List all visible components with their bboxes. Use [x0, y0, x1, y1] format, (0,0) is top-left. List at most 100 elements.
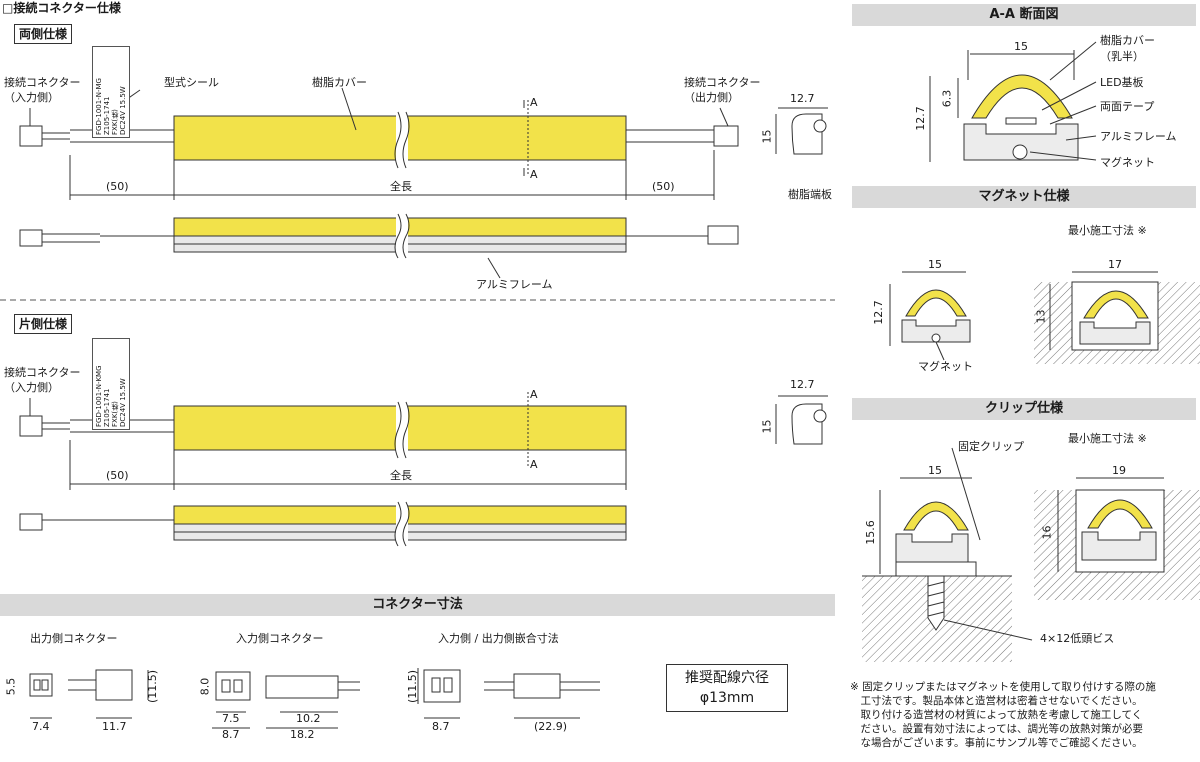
single-input-connector-label-1: 接続コネクター: [4, 366, 81, 379]
clip-h1: 15.6: [863, 520, 877, 545]
both-dim-left: (50): [106, 180, 129, 193]
output-connector-shape: [713, 125, 739, 147]
magnet-drawings: [889, 271, 1200, 364]
mate-w: 8.7: [432, 720, 450, 733]
note-line-1: ※ 固定クリップまたはマグネットを使用して取り付けする際の施: [850, 681, 1156, 693]
both-side-tag: 両側仕様: [14, 24, 73, 44]
frame-label: アルミフレーム: [476, 278, 553, 291]
seal-line-2: Z105-1741: [103, 96, 111, 136]
aa-leaders: [1029, 41, 1097, 161]
page-title: □接続コネクター仕様: [2, 1, 121, 15]
magnet-min-note: 最小施工寸法 ※: [1068, 224, 1147, 237]
in-w1: 7.5: [222, 712, 240, 725]
aa-h1: 6.3: [940, 89, 954, 108]
aa-section-header: A-A 断面図: [852, 4, 1196, 26]
connector-drawings: [29, 668, 600, 729]
input-connector-title: 入力側コネクター: [236, 632, 324, 645]
note-line-5: な場合がございます。事前にサンプル等でご確認ください。: [850, 737, 1143, 749]
output-connector-title: 出力側コネクター: [30, 632, 118, 645]
mate-h: (11.5): [406, 669, 420, 704]
both-dim-total: 全長: [390, 180, 412, 193]
wiring-hole-box: 推奨配線穴径 φ13mm: [666, 664, 788, 712]
aa-h2: 12.7: [913, 106, 927, 131]
note-line-3: 取り付ける造営材の材質によって放熱を考慮して施工してく: [850, 709, 1143, 721]
clip-drawings: [862, 447, 1200, 662]
in-h: 8.0: [198, 677, 212, 696]
seal-line-4: DC24V 15.5W: [119, 86, 127, 135]
magnet-w1: 15: [928, 258, 942, 271]
magnet-h2: 13: [1034, 309, 1048, 324]
wiring-hole-title: 推奨配線穴径: [685, 670, 769, 686]
both-end-width: 12.7: [790, 92, 815, 105]
magnet-header: マグネット仕様: [852, 186, 1196, 208]
seal-line-1: FGD-1001-N-MG: [95, 78, 103, 135]
out-side: (11.5): [146, 669, 160, 704]
single-seal-line-3: FXK(株): [111, 401, 119, 427]
both-dim-right: (50): [652, 180, 675, 193]
in-w2: 8.7: [222, 728, 240, 741]
clip-w1: 15: [928, 464, 942, 477]
installation-note: ※ 固定クリップまたはマグネットを使用して取り付けする際の施 工寸法です。製品本…: [850, 680, 1156, 750]
aa-label-led: LED基板: [1100, 76, 1144, 89]
clip-w2: 19: [1112, 464, 1126, 477]
aa-label-cover-sub: （乳半）: [1100, 50, 1144, 63]
aa-label-tape: 両面テープ: [1100, 100, 1155, 113]
mate-len: (22.9): [534, 720, 568, 733]
single-end-height: 15: [760, 419, 774, 434]
single-seal-line-1: FGD-1001-N-KMG: [95, 365, 103, 427]
seal-label: 型式シール: [164, 76, 219, 89]
single-end-width: 12.7: [790, 378, 815, 391]
seal-line-3: FXK(株): [111, 109, 119, 135]
fixed-clip-label: 固定クリップ: [958, 440, 1024, 453]
clip-h2: 16: [1040, 525, 1054, 540]
single-end-view: [775, 395, 828, 445]
both-end-view: [775, 107, 828, 155]
single-model-seal: FGD-1001-N-KMG Z105-1741 FXK(株) DC24V 15…: [92, 338, 130, 430]
both-output-connector-label-2: （出力側）: [684, 91, 739, 104]
both-side-view: [19, 212, 739, 279]
resin-cover-label: 樹脂カバー: [312, 76, 367, 89]
both-top-view: [19, 100, 739, 200]
aa-width: 15: [1014, 40, 1028, 53]
mating-title: 入力側 / 出力側嵌合寸法: [438, 632, 559, 645]
aa-label-magnet: マグネット: [1100, 156, 1155, 169]
magnet-w2: 17: [1108, 258, 1122, 271]
screw-label: 4×12低頭ビス: [1040, 632, 1115, 645]
note-line-2: 工寸法です。製品本体と造営材は密着させないでください。: [850, 695, 1143, 707]
input-connector-shape: [19, 125, 43, 147]
both-input-connector-label-2: （入力側）: [4, 91, 59, 104]
aa-label-cover: 樹脂カバー: [1100, 34, 1155, 47]
note-line-4: ださい。設置有効寸法によっては、調光等の放熱対策が必要: [850, 723, 1143, 735]
single-input-connector-label-2: （入力側）: [4, 381, 59, 394]
single-seal-line-2: Z105-1741: [103, 388, 111, 428]
in-len1: 10.2: [296, 712, 321, 725]
section-mark-bottom: A: [530, 168, 538, 181]
aa-section-drawing: [929, 50, 1079, 162]
out-len: 11.7: [102, 720, 127, 733]
single-side-tag: 片側仕様: [14, 314, 73, 334]
single-top-view: [19, 392, 627, 490]
both-model-seal: FGD-1001-N-MG Z105-1741 FXK(株) DC24V 15.…: [92, 46, 130, 138]
magnet-h1: 12.7: [871, 300, 885, 325]
in-len2: 18.2: [290, 728, 315, 741]
out-w: 7.4: [32, 720, 50, 733]
single-dim-left: (50): [106, 469, 129, 482]
both-input-connector-label-1: 接続コネクター: [4, 76, 81, 89]
connector-dims-header: コネクター寸法: [0, 594, 835, 616]
clip-min-note: 最小施工寸法 ※: [1068, 432, 1147, 445]
single-seal-line-4: DC24V 15.5W: [119, 378, 127, 427]
magnet-label: マグネット: [918, 360, 973, 373]
end-plate-label: 樹脂端板: [788, 188, 832, 201]
section-mark-top: A: [530, 96, 538, 109]
single-dim-total: 全長: [390, 469, 412, 482]
out-h: 5.5: [4, 677, 18, 696]
both-end-height: 15: [760, 129, 774, 144]
single-side-view: [19, 500, 627, 547]
wiring-hole-value: φ13mm: [699, 690, 755, 706]
both-output-connector-label-1: 接続コネクター: [684, 76, 761, 89]
aa-label-frame: アルミフレーム: [1100, 130, 1177, 143]
single-section-mark-top: A: [530, 388, 538, 401]
clip-header: クリップ仕様: [852, 398, 1196, 420]
single-section-mark-bottom: A: [530, 458, 538, 471]
